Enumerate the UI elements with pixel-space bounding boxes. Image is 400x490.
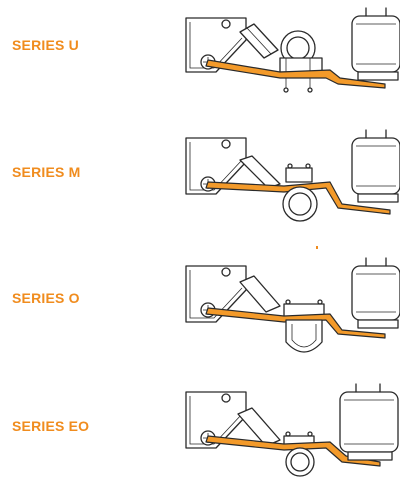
orange-dot <box>316 246 318 249</box>
series-u-diagram <box>185 7 400 93</box>
series-o-diagram <box>185 257 400 353</box>
series-label: SERIES EO <box>12 418 90 434</box>
series-row-o: SERIES O <box>0 250 400 360</box>
series-eo-diagram <box>185 383 399 477</box>
series-row-eo: SERIES EO <box>0 370 400 480</box>
series-row-m: SERIES M <box>0 120 400 230</box>
series-label: SERIES M <box>12 164 81 180</box>
series-label: SERIES U <box>12 37 79 53</box>
series-row-u: SERIES U <box>0 0 400 110</box>
series-m-diagram <box>185 129 400 222</box>
series-label: SERIES O <box>12 290 80 306</box>
